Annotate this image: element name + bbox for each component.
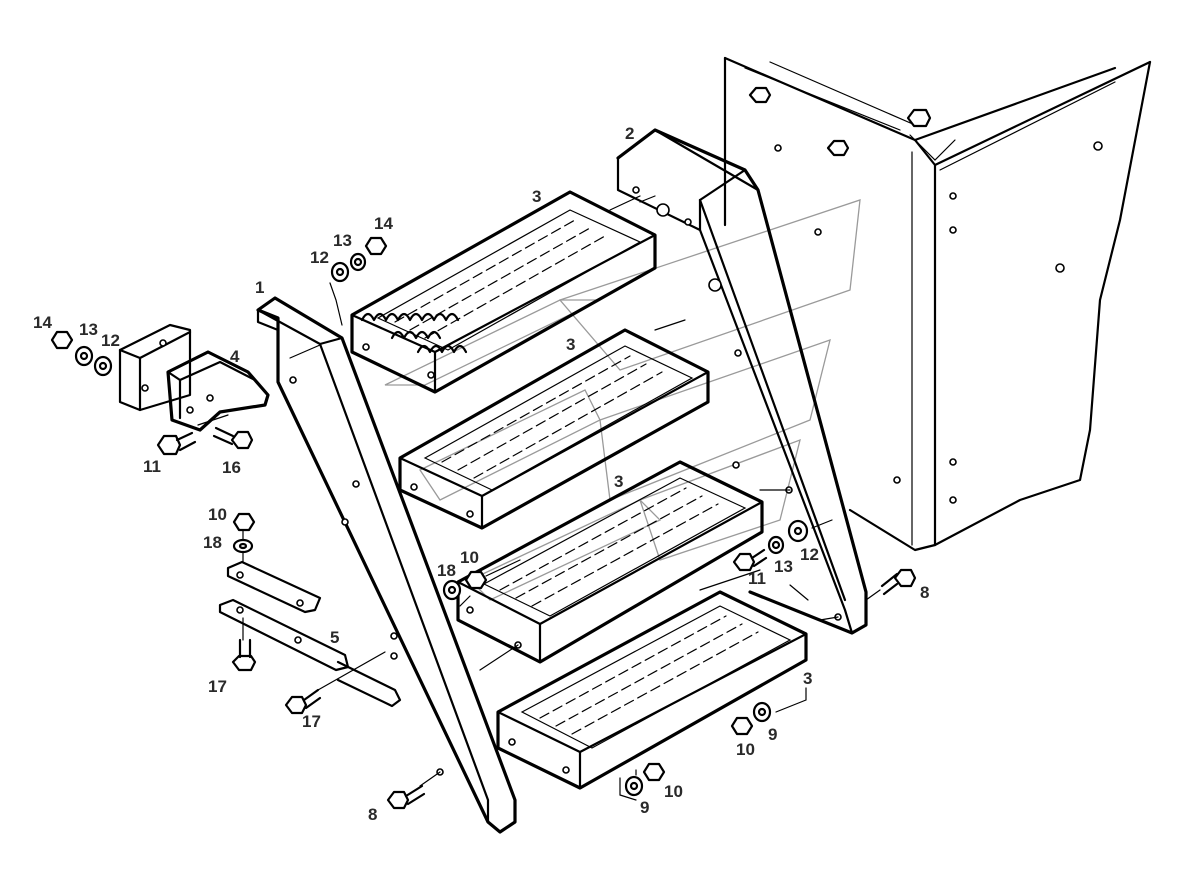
label-1: 1 bbox=[255, 278, 264, 297]
label-14-bracket: 14 bbox=[33, 313, 52, 332]
label-10-right: 10 bbox=[736, 740, 755, 759]
watermark bbox=[384, 199, 861, 601]
label-3-top: 3 bbox=[532, 187, 541, 206]
label-10-step: 10 bbox=[460, 548, 479, 567]
label-12-top: 12 bbox=[310, 248, 329, 267]
spring-coils bbox=[360, 312, 468, 354]
step-third bbox=[456, 460, 764, 664]
label-13-top: 13 bbox=[333, 231, 352, 250]
label-11-right: 11 bbox=[748, 569, 766, 588]
label-16: 16 bbox=[222, 458, 241, 477]
label-10-bottom: 10 bbox=[664, 782, 683, 801]
label-2: 2 bbox=[625, 124, 634, 143]
washer-icon bbox=[74, 252, 809, 797]
right-stringer bbox=[616, 128, 868, 635]
label-12-bracket: 12 bbox=[101, 331, 120, 350]
label-4: 4 bbox=[230, 347, 240, 366]
step-second bbox=[398, 328, 710, 530]
label-13-bracket: 13 bbox=[79, 320, 98, 339]
cab-bolt bbox=[748, 86, 932, 157]
label-10-strap: 10 bbox=[208, 505, 227, 524]
mounting-bracket bbox=[118, 323, 270, 432]
label-17-upper: 17 bbox=[208, 677, 227, 696]
cab-body bbox=[723, 56, 1152, 552]
label-3-bottom: 3 bbox=[803, 669, 812, 688]
label-14-top: 14 bbox=[374, 214, 393, 233]
label-12-right: 12 bbox=[800, 545, 819, 564]
label-5: 5 bbox=[330, 628, 339, 647]
bolt-icon bbox=[156, 426, 917, 810]
label-8-right: 8 bbox=[920, 583, 929, 602]
label-17-lower: 17 bbox=[302, 712, 321, 731]
label-18-step: 18 bbox=[437, 561, 456, 580]
part-labels: 1 2 3 3 3 3 4 5 8 8 9 9 10 10 10 10 11 1… bbox=[33, 124, 929, 824]
label-3-third: 3 bbox=[614, 472, 623, 491]
label-8-left: 8 bbox=[368, 805, 377, 824]
link-strap bbox=[218, 560, 402, 708]
step-top bbox=[350, 190, 657, 394]
assembly-guide-lines bbox=[197, 195, 881, 801]
nut-icon bbox=[50, 236, 754, 782]
label-11-bracket: 11 bbox=[143, 457, 161, 476]
label-9-right: 9 bbox=[768, 725, 777, 744]
label-18-strap: 18 bbox=[203, 533, 222, 552]
step-bottom bbox=[496, 590, 808, 790]
label-9-bottom: 9 bbox=[640, 798, 649, 817]
label-3-second: 3 bbox=[566, 335, 575, 354]
left-stringer bbox=[256, 296, 517, 834]
label-13-right: 13 bbox=[774, 557, 793, 576]
